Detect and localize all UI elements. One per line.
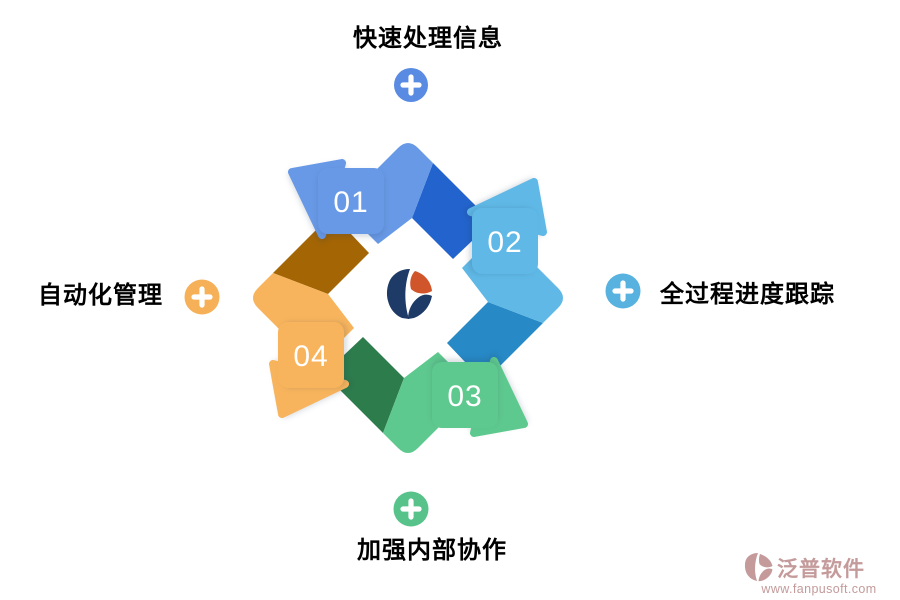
plus-glyph-top xyxy=(400,74,422,96)
arrow-01-chip xyxy=(318,168,384,234)
watermark-logo-icon xyxy=(744,553,773,582)
arrow-01-headgroup xyxy=(288,159,384,239)
watermark-logo-bottom-petal xyxy=(758,568,773,582)
arrow-03-chip xyxy=(432,362,498,428)
plus-glyph-left xyxy=(191,286,213,308)
watermark-url: www.fanpusoft.com xyxy=(761,582,877,596)
feature-label-top: 快速处理信息 xyxy=(353,25,503,52)
watermark-brand: 泛普软件 xyxy=(777,557,865,581)
plus-glyph-bottom xyxy=(400,498,422,520)
watermark-logo-left-lobe xyxy=(744,553,758,581)
plus-icon-top[interactable] xyxy=(394,68,428,102)
feature-label-bottom: 加强内部协作 xyxy=(357,537,507,564)
plus-icon-right[interactable] xyxy=(605,273,641,309)
arrow-04 xyxy=(253,214,369,418)
arrow-02-number: 02 xyxy=(487,226,522,259)
watermark: 泛普软件 www.fanpusoft.com xyxy=(744,552,894,596)
fanpu-logo-bottom-petal xyxy=(408,294,432,319)
feature-label-left: 自动化管理 xyxy=(38,282,163,309)
fanpu-logo xyxy=(386,269,432,319)
arrow-04-number: 04 xyxy=(293,340,328,373)
watermark-logo-top-petal xyxy=(758,554,773,568)
feature-label-right: 全过程进度跟踪 xyxy=(660,281,835,308)
arrow-04-chip xyxy=(278,322,344,388)
arrow-02-chip xyxy=(472,208,538,274)
plus-icon-bottom[interactable] xyxy=(393,491,429,527)
fanpu-logo-left-lobe xyxy=(386,269,410,319)
arrow-01-number: 01 xyxy=(333,186,368,219)
fanpu-logo-orange-petal xyxy=(410,271,432,294)
plus-icon-left[interactable] xyxy=(184,279,220,315)
arrow-03-number: 03 xyxy=(447,380,482,413)
plus-glyph-right xyxy=(612,280,634,302)
arrow-03 xyxy=(324,337,528,453)
